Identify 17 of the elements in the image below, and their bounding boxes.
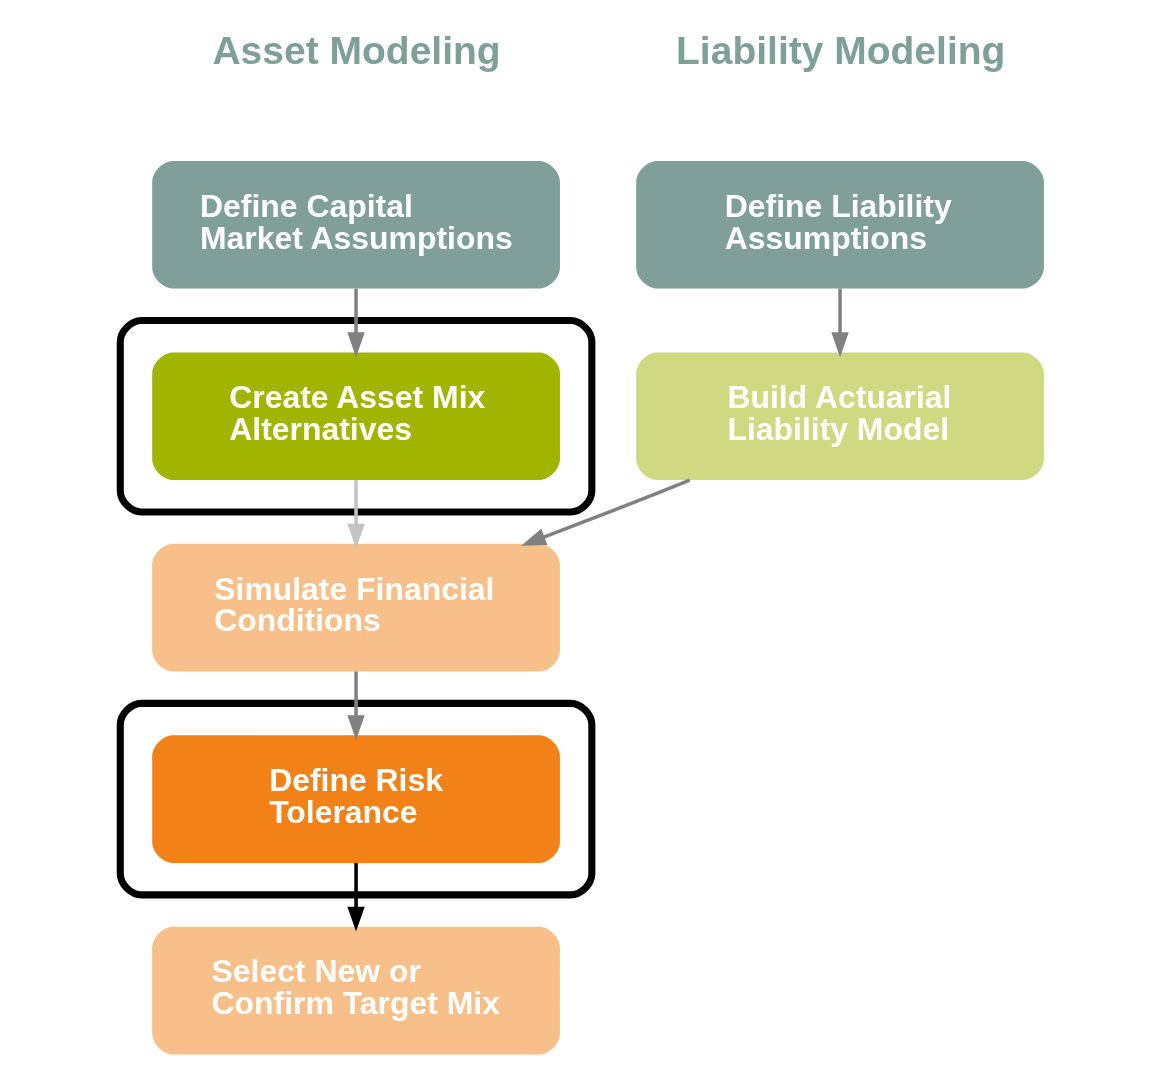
node-box: Select New or Confirm Target Mix: [151, 926, 560, 1055]
cluster: [116, 316, 595, 516]
node-box: Simulate Financial Conditions: [151, 543, 560, 672]
node-box: Define Capital Market Assumptions: [151, 160, 560, 289]
arrow: [346, 671, 365, 741]
node-box: Define Risk Tolerance: [151, 735, 560, 863]
arrow: [346, 288, 365, 358]
arrow: [830, 288, 849, 358]
arrow: [346, 480, 365, 549]
arrow: [520, 478, 690, 546]
node-box: Create Asset Mix Alternatives: [151, 352, 560, 481]
node-box: Define Liability Assumptions: [635, 160, 1044, 289]
cluster: [116, 699, 595, 899]
node-box: Build Actuarial Liability Model: [635, 352, 1044, 481]
label: Asset Modeling: [211, 29, 501, 73]
label: Liability Modeling: [675, 29, 1005, 73]
arrow: [346, 862, 365, 932]
